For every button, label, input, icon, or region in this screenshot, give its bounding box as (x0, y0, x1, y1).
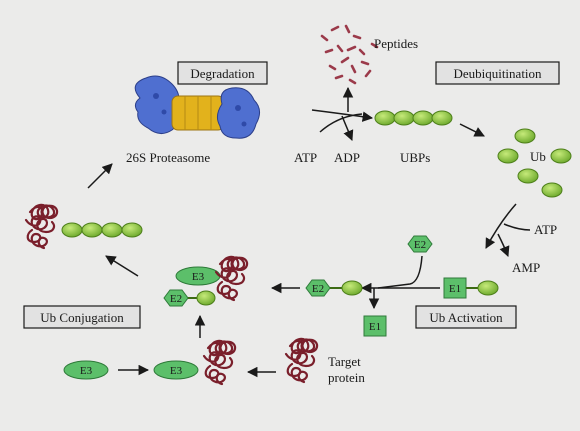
ub-activation-label-box: Ub Activation (415, 305, 517, 329)
ubps-label: UBPs (400, 150, 430, 165)
e1-node-label: E1 (449, 283, 461, 295)
deubiquitination-arrow (459, 123, 485, 137)
degradation-label-box: Degradation (177, 61, 268, 85)
atp-right-label: ATP (534, 222, 557, 237)
proteasome-label: 26S Proteasome (126, 150, 210, 165)
atp-amp-reaction-arrows (485, 203, 531, 257)
target-protein-label-line1: Target (328, 354, 361, 369)
ub-transfer-arrows (360, 255, 440, 310)
ub-activation-label: Ub Activation (429, 310, 503, 325)
adp-label: ADP (334, 150, 360, 165)
e2-free-label: E2 (414, 239, 426, 251)
conjugation-complex: E3 E2 (163, 255, 249, 307)
atp-top-label: ATP (294, 150, 317, 165)
ub-conjugation-label-box: Ub Conjugation (23, 305, 141, 329)
free-ubiquitin-pool (497, 128, 572, 198)
atp-adp-reaction-arrows (311, 86, 374, 141)
amp-label: AMP (512, 260, 540, 275)
conjugation-to-polyub-arrow (105, 255, 139, 277)
target-protein-illustration (284, 337, 319, 384)
target-protein-label-line2: protein (328, 370, 365, 385)
e1-ub-complex: E1 (443, 277, 499, 299)
polyub-to-proteasome-arrow (87, 163, 113, 189)
ub-conjugation-label: Ub Conjugation (40, 310, 124, 325)
e1-free-node: E1 (363, 315, 387, 337)
released-polyubiquitin-chain (374, 110, 453, 126)
deubiquitination-label-box: Deubiquitination (435, 61, 560, 85)
e3-complex-label: E3 (192, 271, 205, 283)
degradation-label: Degradation (190, 66, 255, 81)
e3-target-label: E3 (170, 365, 183, 377)
e1-free-label: E1 (369, 321, 381, 333)
deubiquitination-label: Deubiquitination (453, 66, 542, 81)
e2-free-node: E2 (407, 235, 433, 253)
e2-ub-complex: E2 (305, 279, 363, 297)
peptides-illustration (320, 24, 379, 85)
e3-target-complex: E3 (153, 339, 237, 386)
proteasome-illustration (134, 75, 260, 139)
e2-ub-label: E2 (312, 283, 324, 295)
polyubiquitinated-target (24, 203, 143, 250)
ub-label: Ub (530, 149, 546, 164)
e2-complex-label: E2 (170, 293, 182, 305)
e3-free-node: E3 (63, 360, 109, 380)
e3-free-label: E3 (80, 365, 93, 377)
peptides-label: Peptides (374, 36, 418, 51)
